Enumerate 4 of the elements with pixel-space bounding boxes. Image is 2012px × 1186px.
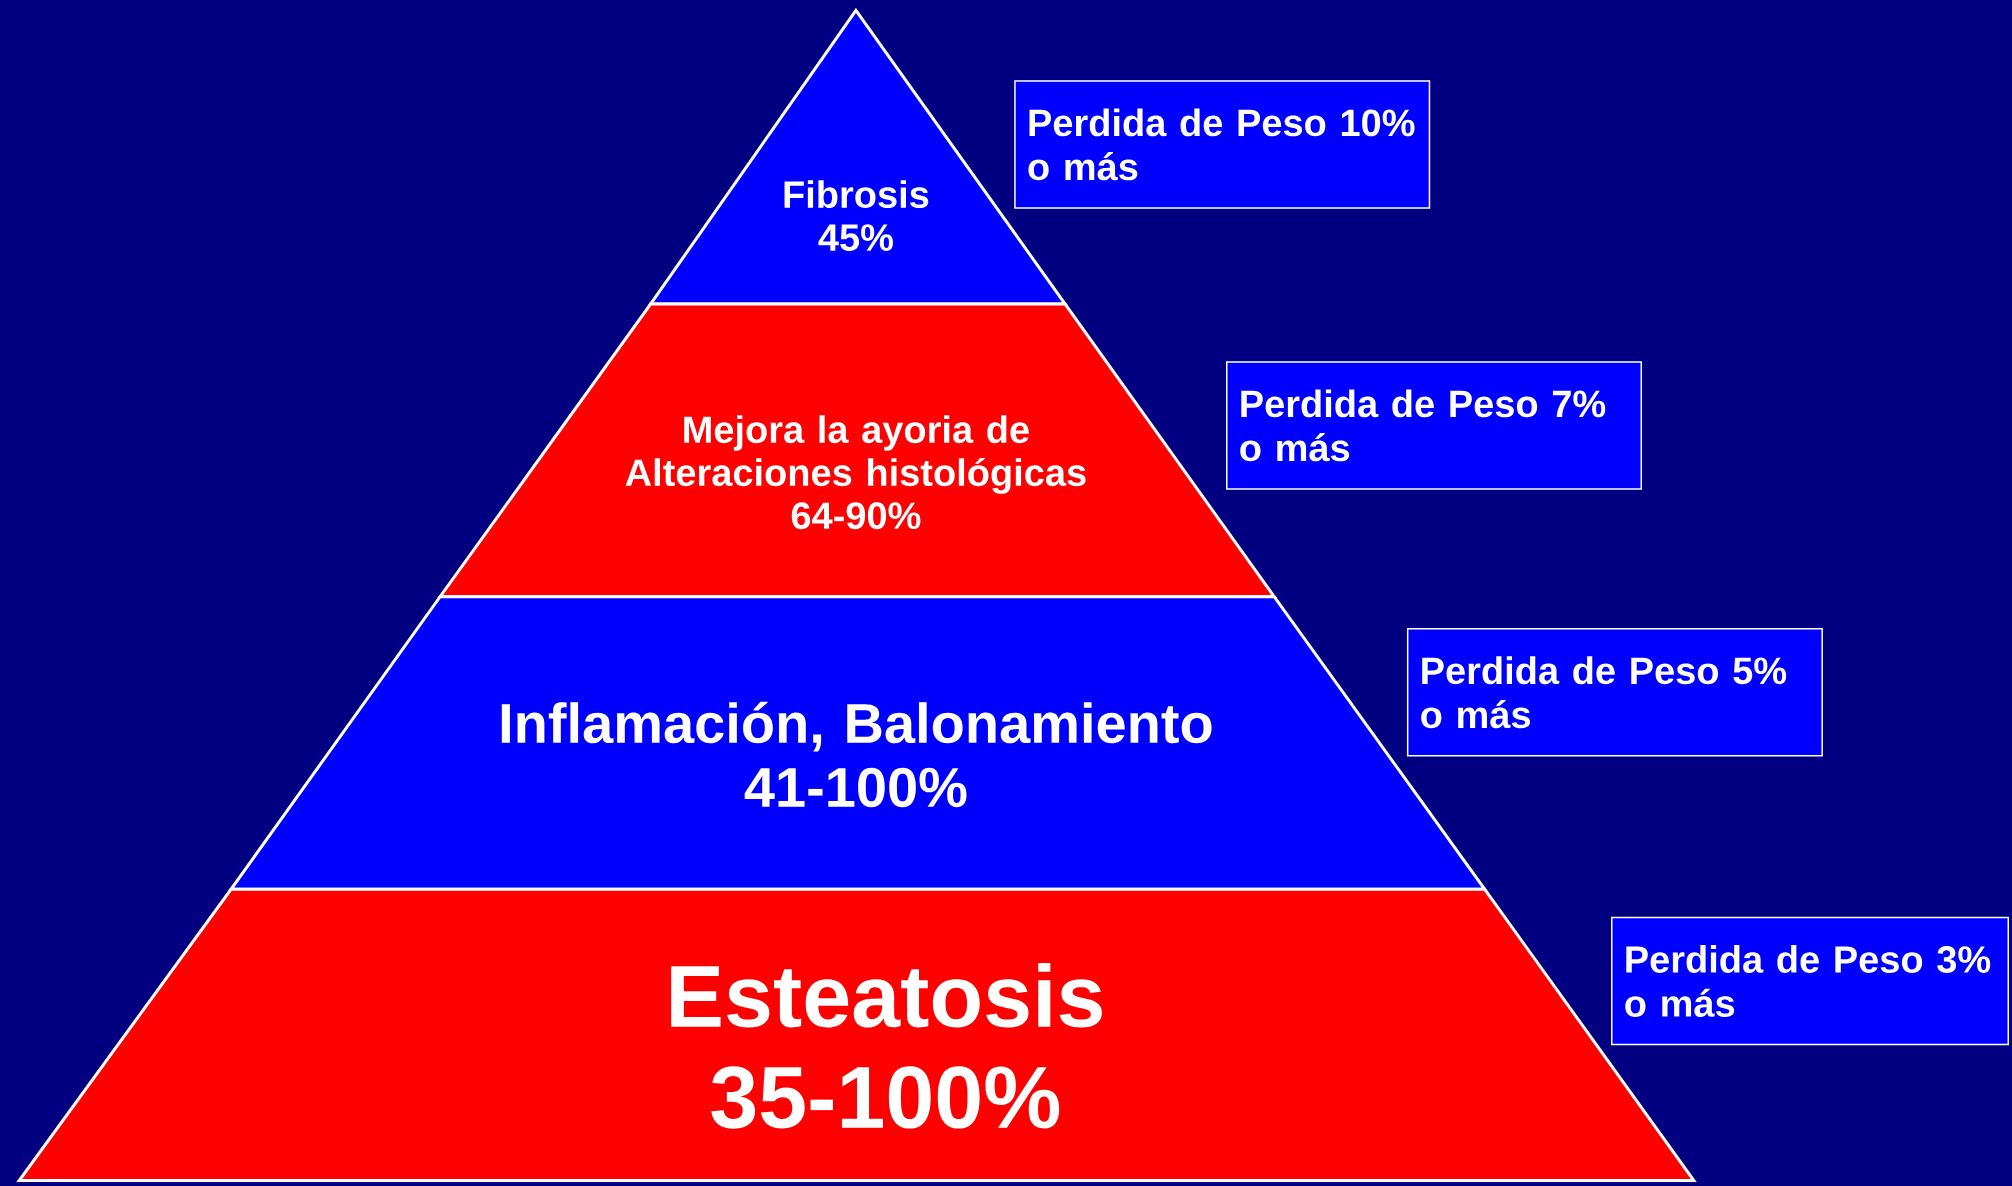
text-box: Perdida de Peso 10% o más [1014,80,1431,209]
text-box: Perdida de Peso 7% o más [1226,361,1642,490]
text-box: Perdida de Peso 3% o más [1611,916,2010,1046]
text-box: Perdida de Peso 5% o más [1406,628,1823,757]
